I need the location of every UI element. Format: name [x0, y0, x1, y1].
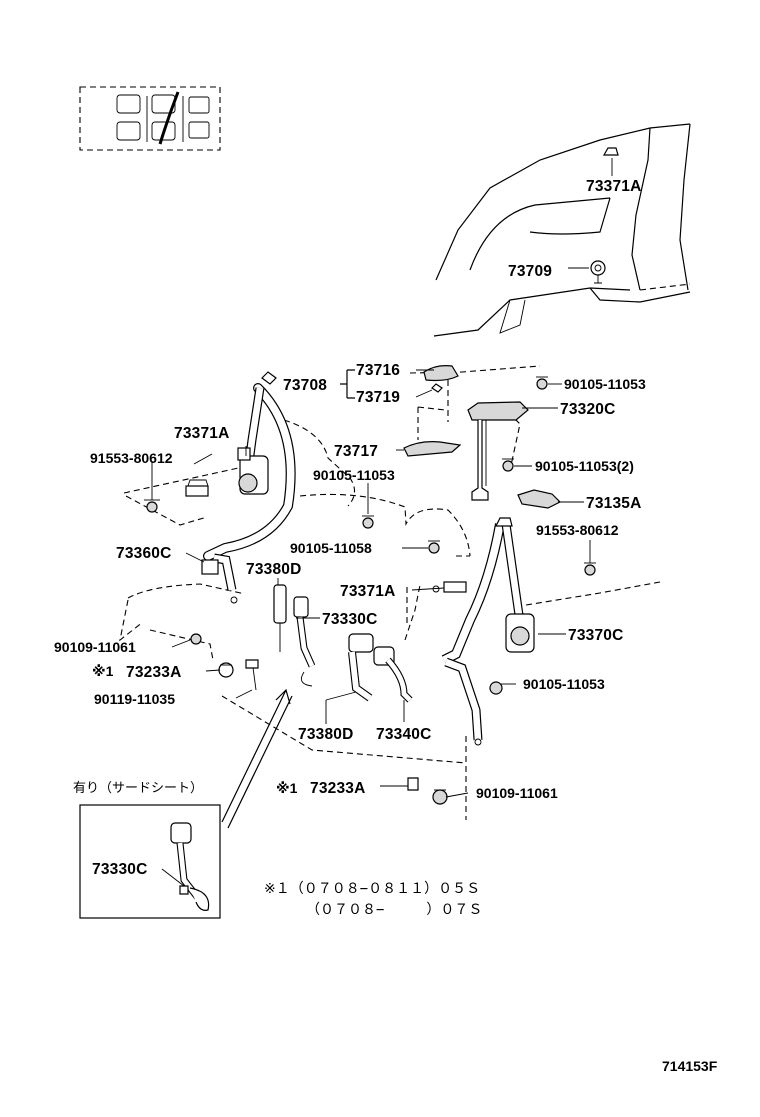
label-73330C-main: 73330C: [322, 611, 378, 628]
left-seat-belt-assembly: [144, 371, 374, 604]
label-90105-11053-a: 90105-11053: [564, 376, 646, 392]
label-73360C: 73360C: [116, 545, 172, 562]
body-side-panel: [433, 123, 691, 337]
label-90109-11061-a: 90109-11061: [54, 639, 136, 655]
label-73709: 73709: [508, 263, 552, 280]
third-seat-inset: [79, 804, 221, 919]
inset-caption: 有り（サードシート）: [73, 781, 203, 796]
label-73320C: 73320C: [560, 401, 616, 418]
label-73719: 73719: [356, 389, 400, 406]
seat-outline: [119, 365, 661, 820]
label-73370C: 73370C: [568, 627, 624, 644]
note-line-2: （０７０８− ）０７Ｓ: [306, 902, 482, 918]
label-90109-11061-b: 90109-11061: [476, 785, 558, 801]
label-73233A-a: 73233A: [126, 664, 182, 681]
label-73717: 73717: [334, 443, 378, 460]
label-73371A-top: 73371A: [586, 178, 642, 195]
label-73380D-bottom: 73380D: [298, 726, 354, 743]
label-90105-11053-c: 90105-11053: [523, 676, 605, 692]
label-73371A-left: 73371A: [174, 425, 230, 442]
label-73716: 73716: [356, 362, 400, 379]
inset-pointer-arrow: [221, 688, 293, 829]
label-90105-11053-b: 90105-11053: [313, 467, 395, 483]
label-73708: 73708: [283, 377, 327, 394]
note-mark-b: ※1: [276, 780, 298, 796]
center-buckle-group: [190, 540, 467, 703]
label-73135A: 73135A: [586, 495, 642, 512]
label-90105-11058: 90105-11058: [290, 540, 372, 556]
figure-id: 714153F: [662, 1058, 718, 1074]
label-73330C-inset: 73330C: [92, 861, 148, 878]
note-line-1: ※１（０７０８−０８１１）０５Ｓ: [264, 881, 480, 897]
right-seat-belt-assembly: [403, 365, 596, 805]
label-73233A-b: 73233A: [310, 780, 366, 797]
leader-lines: [161, 369, 591, 887]
label-91553-80612-a: 91553-80612: [90, 450, 173, 466]
label-73371A-mid: 73371A: [340, 583, 396, 600]
note-mark-a: ※1: [92, 663, 114, 679]
label-73340C: 73340C: [376, 726, 432, 743]
label-90105-11053-2: 90105-11053(2): [535, 458, 634, 474]
vehicle-locator-icon: [79, 86, 221, 151]
label-73380D-top: 73380D: [246, 561, 302, 578]
label-91553-80612-b: 91553-80612: [536, 522, 619, 538]
label-90119-11035: 90119-11035: [94, 691, 175, 707]
